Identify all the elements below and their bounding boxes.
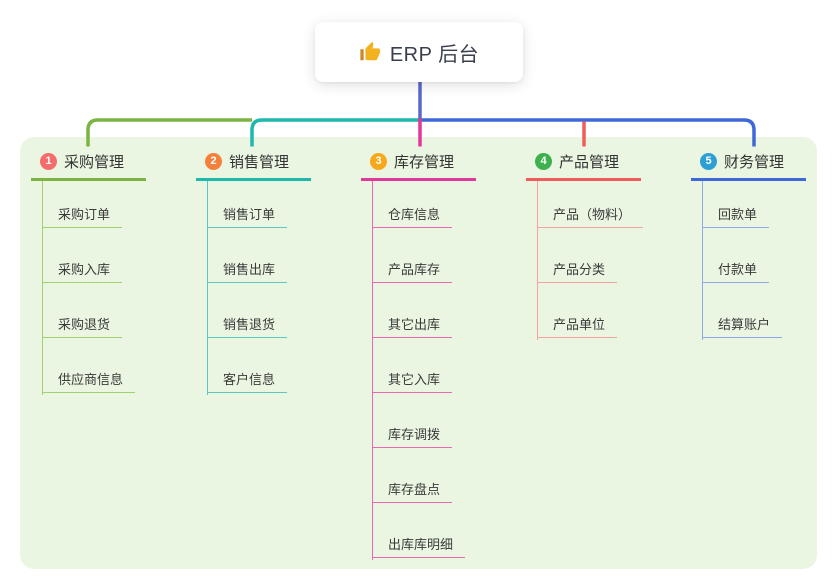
child-node[interactable]: 销售订单 [206,173,288,228]
child-node-label: 库存盘点 [388,482,441,497]
child-node[interactable]: 采购订单 [41,173,123,228]
branch-connector-line [206,180,208,395]
child-node-label: 产品单位 [553,317,606,332]
child-node[interactable]: 采购退货 [41,283,123,338]
branch-node-label: 库存管理 [394,154,455,172]
branch-node[interactable]: 2 销售管理 [196,146,311,181]
root-node-label: ERP 后台 [389,43,480,66]
child-node[interactable]: 产品单位 [536,283,618,338]
branch-node[interactable]: 3 库存管理 [361,146,476,181]
child-node-label: 采购退货 [58,317,111,332]
branch-node[interactable]: 5 财务管理 [691,146,806,181]
branch-connector-line [371,180,373,560]
child-node[interactable]: 库存调拨 [371,393,453,448]
child-node-label: 客户信息 [223,372,276,387]
child-node-label: 其它出库 [388,317,441,332]
child-node[interactable]: 仓库信息 [371,173,453,228]
branch-node-label: 产品管理 [559,154,620,172]
child-node[interactable]: 产品分类 [536,228,618,283]
branch-3: 3 库存管理仓库信息产品库存其它出库其它入库库存调拨库存盘点出库库明细 [361,146,476,560]
branch-node-label: 销售管理 [229,154,290,172]
background-panel [20,137,817,569]
child-node-label: 销售退货 [223,317,276,332]
child-node[interactable]: 付款单 [701,228,770,283]
child-node-label: 销售出库 [223,262,276,277]
child-node-label: 出库库明细 [388,537,454,552]
branch-connector-line [41,180,43,395]
branch-number-badge: 4 [535,153,552,171]
child-node[interactable]: 销售退货 [206,283,288,338]
branch-number-badge: 5 [700,153,717,171]
branch-node[interactable]: 4 产品管理 [526,146,641,181]
child-node-label: 其它入库 [388,372,441,387]
child-node-label: 采购入库 [58,262,111,277]
branch-connector-line [701,180,703,340]
branch-children: 回款单付款单结算账户 [691,173,806,340]
child-node[interactable]: 出库库明细 [371,503,466,558]
child-node-label: 产品（物料） [553,207,632,222]
child-node-label: 结算账户 [718,317,771,332]
child-node-label: 仓库信息 [388,207,441,222]
child-node-label: 销售订单 [223,207,276,222]
child-node-label: 采购订单 [58,207,111,222]
child-node-label: 回款单 [718,207,758,222]
branch-children: 销售订单销售出库销售退货客户信息 [196,173,311,395]
child-node[interactable]: 产品库存 [371,228,453,283]
branch-number-badge: 1 [40,153,57,171]
child-node-label: 库存调拨 [388,427,441,442]
branch-2: 2 销售管理销售订单销售出库销售退货客户信息 [196,146,311,395]
branch-number-badge: 3 [370,153,387,171]
child-node[interactable]: 采购入库 [41,228,123,283]
thumbs-up-icon [359,41,381,63]
root-node[interactable]: ERP 后台 [315,22,523,82]
child-node-label: 付款单 [718,262,758,277]
branch-4: 4 产品管理产品（物料） 产品分类产品单位 [526,146,644,340]
child-node[interactable]: 销售出库 [206,228,288,283]
branch-node-label: 采购管理 [64,154,125,172]
child-node[interactable]: 回款单 [701,173,770,228]
child-node[interactable]: 其它出库 [371,283,453,338]
branch-children: 仓库信息产品库存其它出库其它入库库存调拨库存盘点出库库明细 [361,173,476,560]
branch-node[interactable]: 1 采购管理 [31,146,146,181]
branch-number-badge: 2 [205,153,222,171]
branch-1: 1 采购管理采购订单采购入库采购退货供应商信息 [31,146,146,395]
branch-children: 采购订单采购入库采购退货供应商信息 [31,173,146,395]
child-node[interactable]: 供应商信息 [41,338,136,393]
child-node[interactable]: 产品（物料） [536,173,644,228]
child-node[interactable]: 结算账户 [701,283,783,338]
branch-connector-line [536,180,538,340]
child-node-label: 产品分类 [553,262,606,277]
child-node[interactable]: 库存盘点 [371,448,453,503]
child-node[interactable]: 其它入库 [371,338,453,393]
child-node-label: 供应商信息 [58,372,124,387]
branch-5: 5 财务管理回款单付款单结算账户 [691,146,806,340]
child-node[interactable]: 客户信息 [206,338,288,393]
child-node-label: 产品库存 [388,262,441,277]
branch-children: 产品（物料） 产品分类产品单位 [526,173,644,340]
branch-node-label: 财务管理 [724,154,785,172]
